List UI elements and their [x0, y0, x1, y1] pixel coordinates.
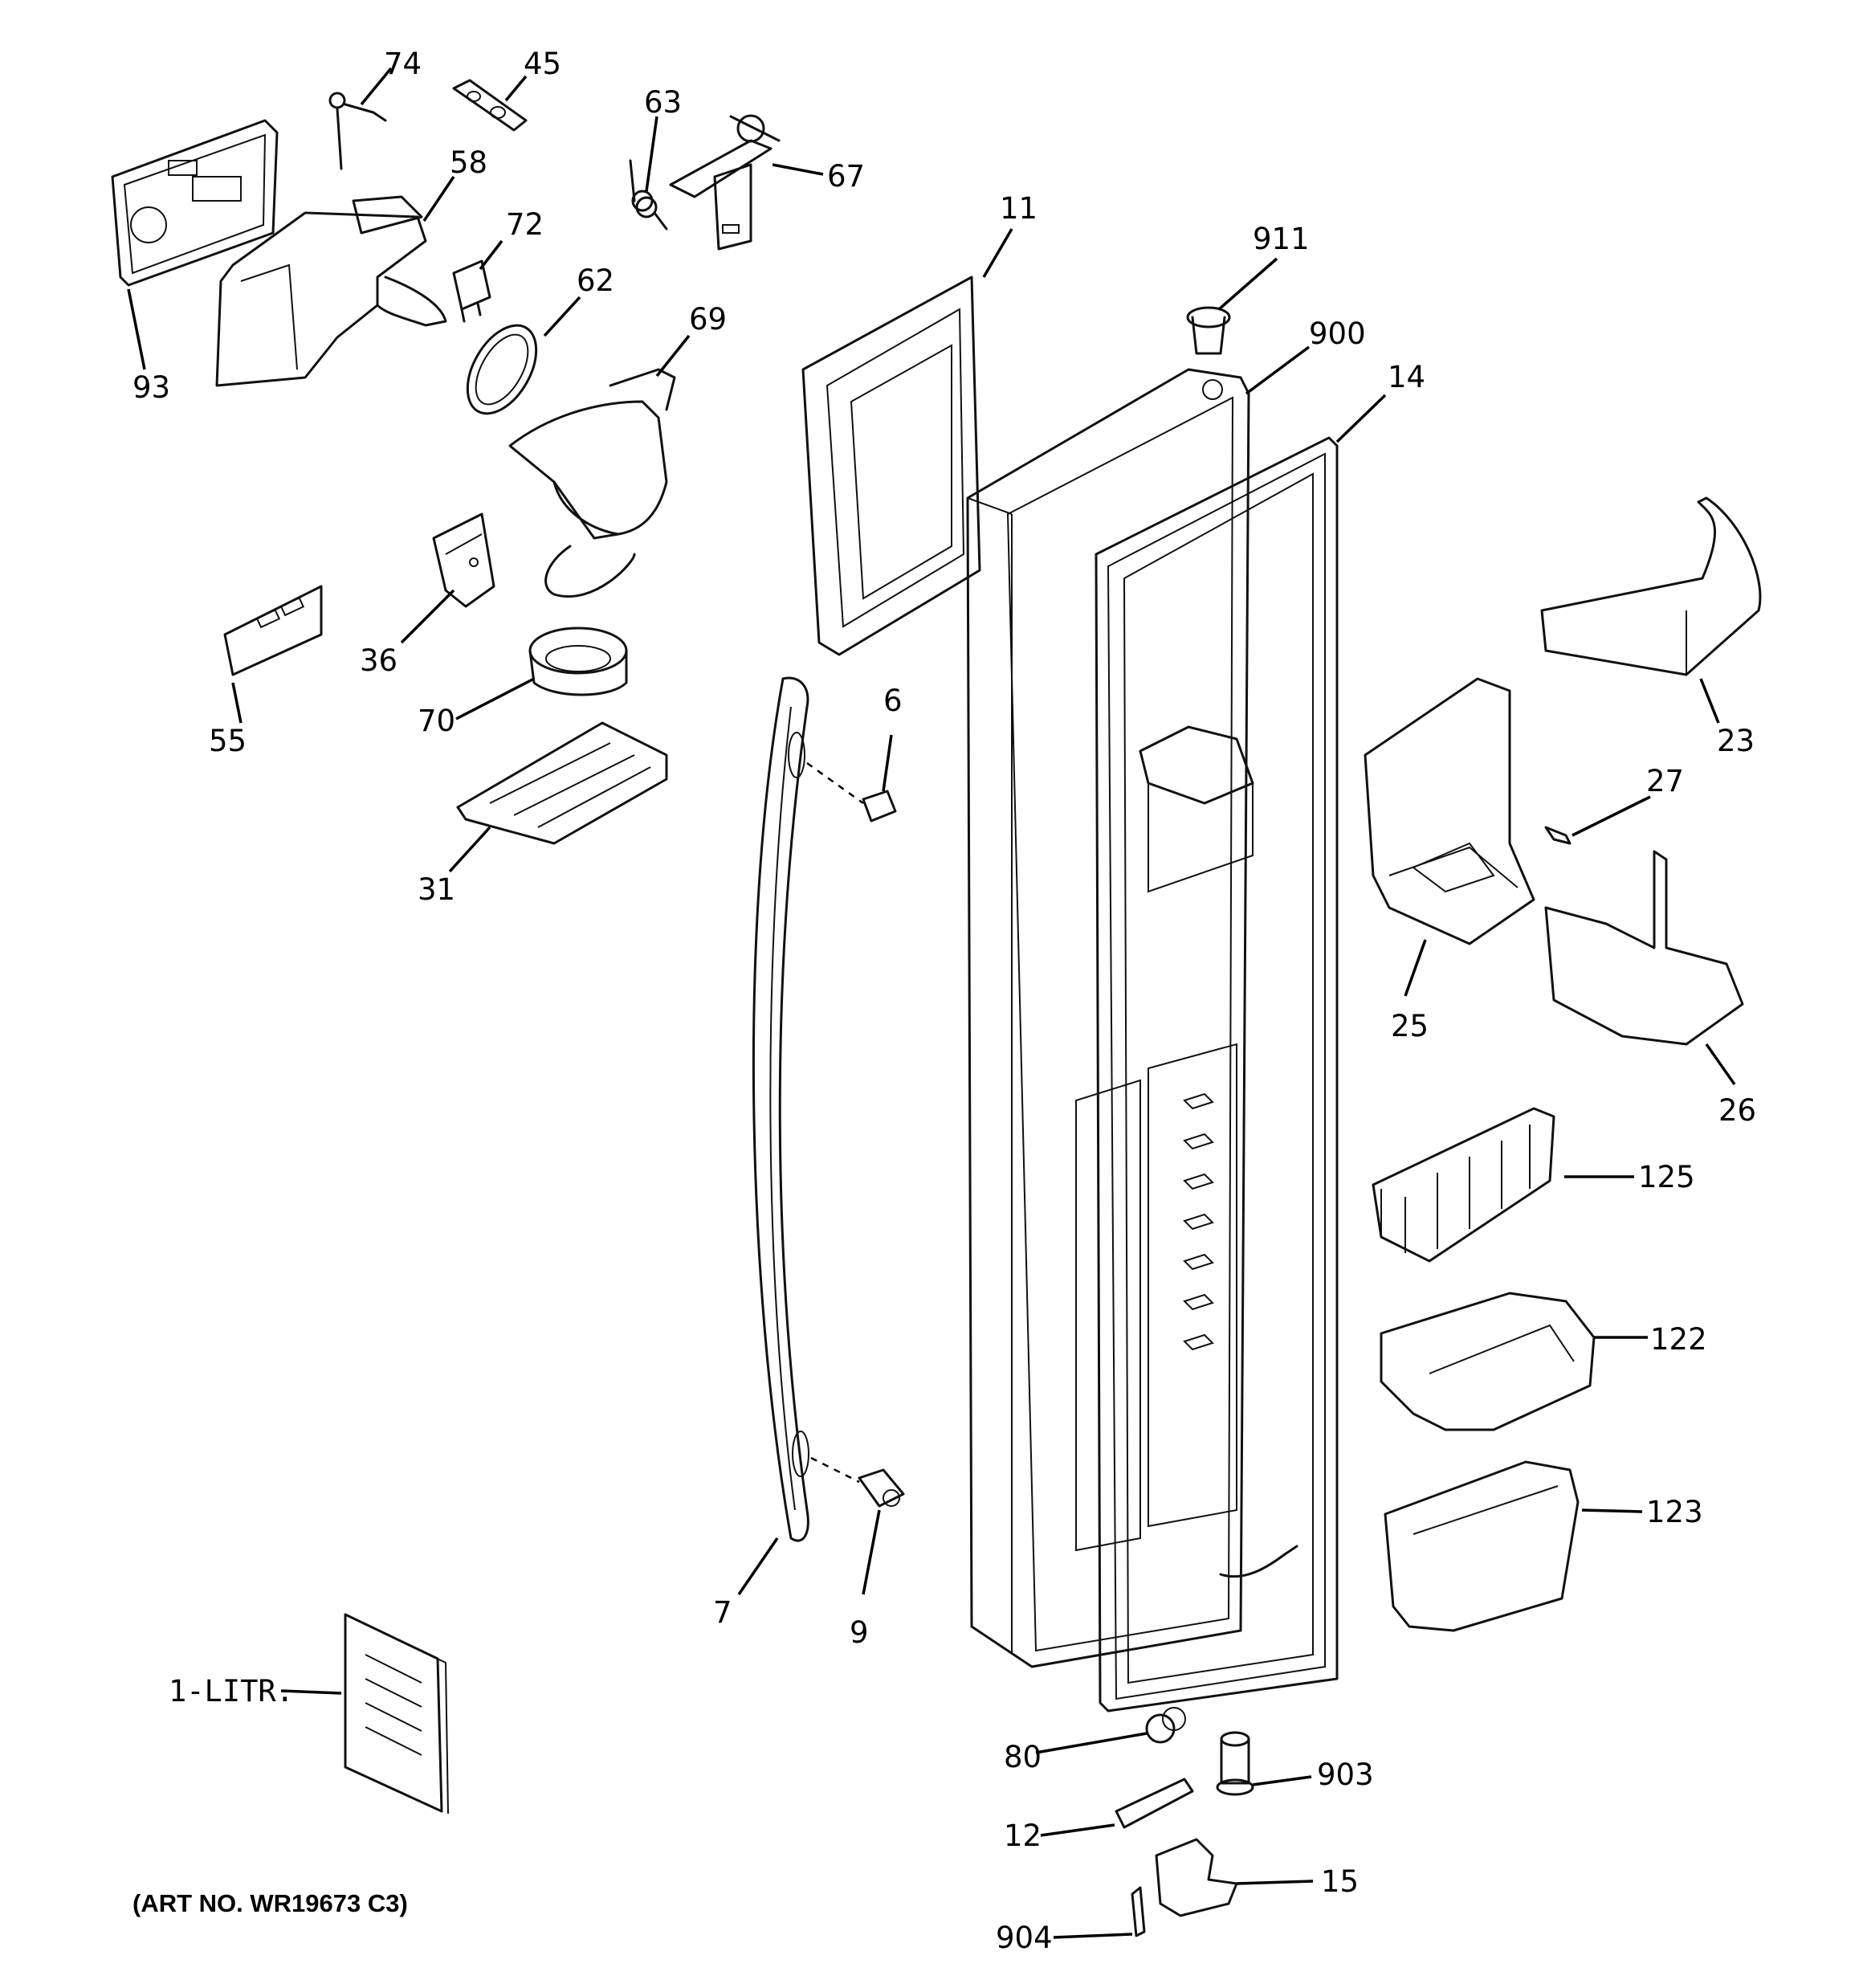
part-900-door-outer: [966, 368, 1250, 1668]
part-45-bracket: [452, 79, 528, 132]
part-55-module: [223, 585, 323, 676]
callout-11: 11: [1000, 191, 1037, 226]
callout-45: 45: [524, 47, 561, 81]
part-72-switch: [452, 259, 491, 323]
part-70-ring: [528, 627, 628, 696]
part-27-screw: [1544, 826, 1572, 845]
art-number: (ART NO. WR19673 C3): [132, 1889, 408, 1917]
callout-122: 122: [1650, 1322, 1707, 1357]
part-31-grille: [456, 721, 668, 845]
part-67-actuator: [669, 114, 781, 251]
callout-62: 62: [577, 263, 614, 298]
part-12-shim: [1115, 1778, 1194, 1829]
callout-904: 904: [996, 1921, 1053, 1955]
part-58-dispenser-housing: [215, 195, 447, 387]
part-15-hinge: [1155, 1838, 1238, 1917]
callout-70: 70: [418, 704, 455, 738]
part-80-bushing: [1145, 1707, 1186, 1744]
part-25-bin-bracket: [1364, 677, 1535, 945]
part-904-screw: [1131, 1886, 1146, 1937]
part-62-ring: [466, 324, 538, 415]
callout-55: 55: [209, 724, 247, 758]
part-1-litr-literature: [344, 1613, 449, 1815]
part-903-hinge-pin: [1216, 1731, 1254, 1796]
callout-911: 911: [1253, 222, 1310, 256]
part-123-door-bin: [1384, 1460, 1580, 1632]
callout-74: 74: [384, 47, 422, 81]
part-69-funnel: [508, 368, 676, 598]
callout-27: 27: [1646, 764, 1684, 798]
callout-900: 900: [1309, 316, 1366, 351]
callout-9: 9: [850, 1615, 869, 1650]
callout-7: 7: [713, 1595, 732, 1630]
callout-80: 80: [1004, 1740, 1042, 1774]
part-122-door-shelf: [1380, 1292, 1596, 1431]
part-63-torsion-spring: [629, 159, 668, 231]
callout-93: 93: [132, 370, 170, 405]
callout-15: 15: [1321, 1864, 1359, 1899]
part-36-bracket: [432, 512, 495, 608]
callout-14: 14: [1388, 360, 1425, 394]
part-911-plug: [1186, 306, 1231, 355]
callout-31: 31: [418, 872, 455, 907]
part-14-gasket: [1075, 436, 1339, 1712]
part-6-screw: [806, 761, 897, 823]
callout-72: 72: [506, 207, 544, 242]
callout-125: 125: [1638, 1160, 1695, 1194]
callout-25: 25: [1391, 1009, 1429, 1043]
callout-23: 23: [1717, 724, 1755, 758]
callout-58: 58: [450, 145, 487, 180]
part-7-handle: [752, 676, 809, 1542]
callout-69: 69: [689, 302, 727, 337]
part-23-bin-cover: [1540, 496, 1762, 676]
callout-36: 36: [360, 643, 397, 678]
callout-63: 63: [644, 85, 682, 120]
callout-6: 6: [883, 684, 903, 718]
callout-1-litr: 1-LITR.: [169, 1674, 294, 1708]
leader-lines: [127, 67, 1736, 1939]
part-26-bin: [1544, 850, 1744, 1046]
part-9-screw: [810, 1456, 905, 1508]
part-93-control-panel: [111, 119, 279, 287]
part-11-frame: [801, 276, 981, 656]
callout-67: 67: [827, 159, 865, 194]
part-74-spring: [328, 92, 387, 170]
callout-26: 26: [1718, 1093, 1756, 1128]
door-shelf-clips: [1183, 1092, 1214, 1351]
callout-903: 903: [1317, 1757, 1374, 1792]
callout-123: 123: [1646, 1495, 1703, 1529]
part-125-wire-basket: [1372, 1107, 1555, 1263]
callout-12: 12: [1004, 1819, 1042, 1853]
